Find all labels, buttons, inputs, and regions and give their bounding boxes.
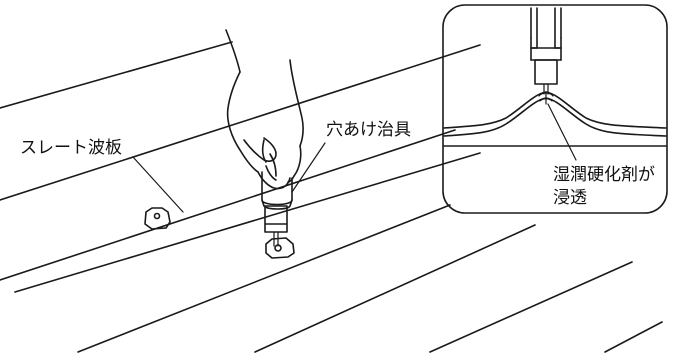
hand-with-drill-jig <box>225 29 304 247</box>
inset-caption-line2: 浸透 <box>553 188 587 208</box>
drill-washer <box>265 237 295 259</box>
inset-caption-leader <box>547 103 577 161</box>
drill-jig-label: 穴あけ治具 <box>326 120 411 140</box>
inset-caption-line1: 湿潤硬化剤が <box>553 165 655 185</box>
slate-sheet-label: スレート波板 <box>20 138 122 158</box>
jig-label-leader <box>291 142 326 193</box>
slate-label-leader <box>132 156 184 213</box>
washer-marker <box>144 207 171 230</box>
inset-drill-jig <box>530 7 562 95</box>
penetration-mark <box>538 91 554 105</box>
slate-sheet-ridges <box>0 41 663 353</box>
inset-detail-panel: 湿潤硬化剤が 浸透 <box>442 4 668 214</box>
